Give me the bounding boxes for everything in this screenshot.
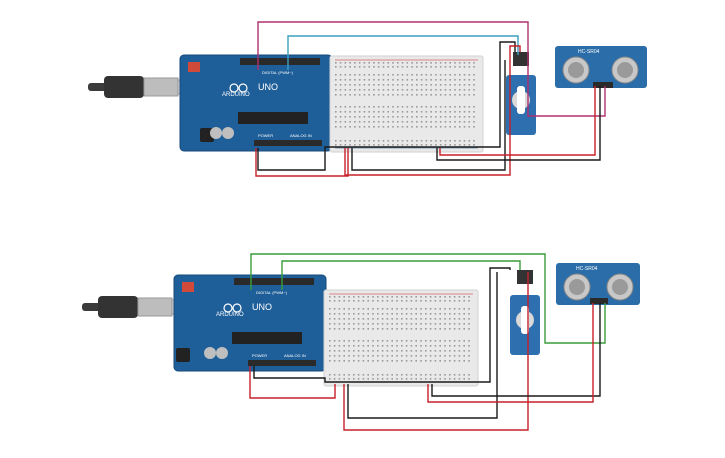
digital-header <box>240 58 320 65</box>
sensor-label: HC-SR04 <box>576 266 598 272</box>
capacitor-icon <box>216 347 228 359</box>
arduino-brand: ARDUINO <box>222 92 250 98</box>
wire-vcc-sensor <box>427 303 594 403</box>
arduino-board-1[interactable]: DIGITAL (PWM~) ARDUINO UNO POWER ANALOG … <box>179 54 333 152</box>
wires-1 <box>255 21 606 177</box>
wire-gnd-servo <box>347 272 498 419</box>
wire-gnd-board <box>253 267 511 383</box>
wire-vcc-board <box>249 366 336 399</box>
breadboard-1[interactable] <box>329 55 484 153</box>
wire-gnd-board <box>257 41 516 171</box>
wire-vcc-sensor <box>439 86 596 156</box>
wires-2 <box>249 253 606 431</box>
microcontroller-chip <box>238 112 308 124</box>
digital-label: DIGITAL (PWM~) <box>262 70 294 75</box>
wire-gnd-sensor <box>431 303 601 397</box>
wire-aux <box>281 260 521 290</box>
capacitor-icon <box>222 127 234 139</box>
infinity-logo-icon <box>223 303 233 313</box>
ultrasonic-sensor-2[interactable]: HC-SR04 <box>556 263 640 305</box>
analog-label: ANALOG IN <box>290 133 312 138</box>
power-header <box>248 360 316 366</box>
wire-vcc-servo <box>343 272 529 431</box>
digital-header <box>234 278 314 285</box>
reset-button-icon <box>188 62 200 72</box>
circuit-2: DIGITAL (PWM~) ARDUINO UNO POWER ANALOG … <box>82 253 640 431</box>
microcontroller-chip <box>232 332 302 344</box>
arduino-board-2[interactable]: DIGITAL (PWM~) ARDUINO UNO POWER ANALOG … <box>173 274 327 372</box>
wire-signal <box>250 253 606 344</box>
wire-gnd-servo <box>351 60 506 171</box>
ultrasonic-sensor-1[interactable]: HC-SR04 <box>555 46 647 88</box>
wire-gnd-sensor <box>436 86 601 161</box>
circuit-1: DIGITAL (PWM~) ARDUINO UNO POWER ANALOG … <box>88 21 647 177</box>
arduino-brand: ARDUINO <box>216 312 244 318</box>
power-label: POWER <box>258 133 273 138</box>
wire-signal <box>257 21 606 117</box>
digital-label: DIGITAL (PWM~) <box>256 290 288 295</box>
usb-cable-2 <box>82 296 185 318</box>
breadboard-2[interactable] <box>323 289 479 387</box>
infinity-logo-icon <box>229 83 239 93</box>
servo-motor-2[interactable] <box>510 270 540 355</box>
power-header <box>254 140 322 146</box>
power-jack <box>176 348 190 362</box>
wire-vcc-servo <box>344 45 521 176</box>
wire-vcc-board <box>255 148 349 177</box>
sensor-label: HC-SR04 <box>578 49 600 55</box>
analog-label: ANALOG IN <box>284 353 306 358</box>
arduino-model: UNO <box>258 82 278 92</box>
usb-cable-1 <box>88 76 191 98</box>
power-label: POWER <box>252 353 267 358</box>
arduino-model: UNO <box>252 302 272 312</box>
reset-button-icon <box>182 282 194 292</box>
